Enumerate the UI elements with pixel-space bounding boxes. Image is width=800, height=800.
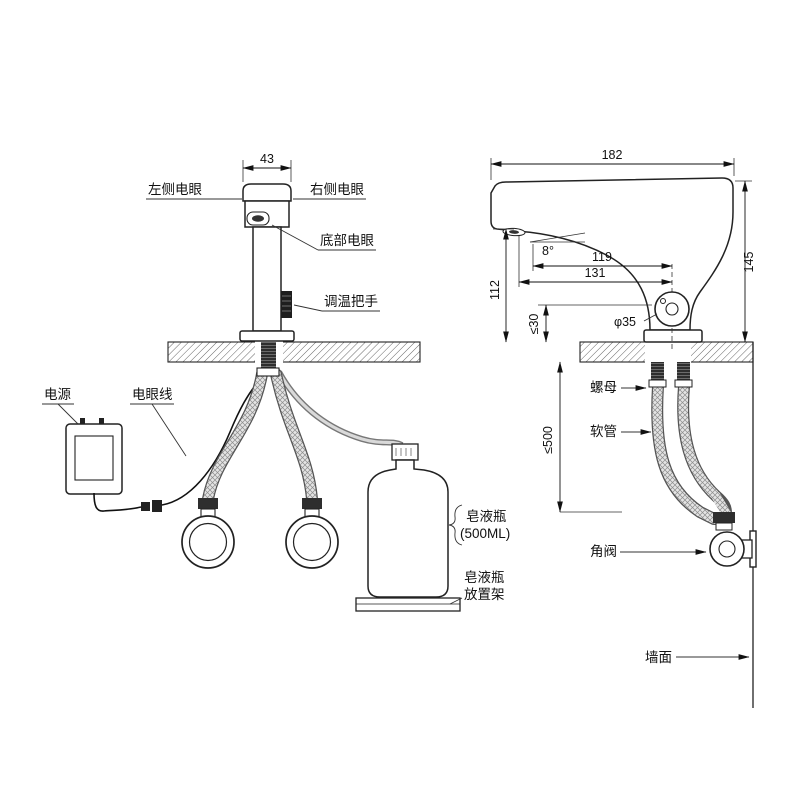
dim-43-label: 43 — [260, 152, 274, 166]
wall-label: 墙面 — [645, 650, 672, 665]
bottle-rack — [355, 597, 461, 612]
dim-112-label: 112 — [488, 280, 502, 300]
counter-front — [167, 341, 421, 363]
right-sensor-label: 右侧电眼 — [310, 182, 364, 197]
spout-sensor-eye — [509, 230, 519, 234]
dim-182-label: 182 — [602, 148, 623, 162]
sensor-wire — [93, 381, 259, 512]
dim-131-label: 131 — [585, 266, 606, 280]
hose-side-a — [651, 380, 720, 525]
dim-145: 145 — [735, 180, 756, 343]
bottle-brace — [448, 504, 463, 546]
hose-nuts — [648, 362, 693, 388]
dim-182: 182 — [490, 148, 735, 180]
faucet-column — [252, 226, 282, 332]
faucet-front — [239, 183, 295, 377]
dim-112: 112 — [488, 228, 514, 343]
dim-131: 131 — [518, 236, 673, 287]
dim-phi35-label: φ35 — [614, 315, 636, 329]
front-view: 43 左侧电眼 右侧电眼 底部电眼 调温把手 电源 电眼线 皂液瓶 (500ML… — [42, 152, 510, 612]
hose-label: 软管 — [590, 424, 617, 439]
soap-tube — [276, 370, 404, 448]
faucet-side — [490, 177, 734, 350]
temp-handle-label: 调温把手 — [324, 294, 378, 309]
spray-angle: 8° — [529, 232, 586, 258]
nut-label: 螺母 — [590, 380, 617, 395]
angle-valve — [709, 512, 757, 568]
power-adapter — [65, 418, 123, 495]
faucet-head-cap — [242, 183, 292, 202]
hose-left — [202, 368, 268, 505]
left-sensor-label: 左侧电眼 — [148, 182, 202, 197]
sensor-wire-label: 电眼线 — [132, 387, 173, 402]
dim-le30-label: ≤30 — [527, 314, 541, 335]
bottle-rack-label-1: 皂液瓶 — [464, 570, 505, 585]
temp-handle-knob — [281, 291, 292, 318]
wire-connector — [141, 502, 150, 511]
wire-connector — [152, 500, 162, 512]
base-flange-side — [643, 329, 703, 343]
side-view: 8° 182 119 131 112 — [488, 148, 757, 708]
front-labels: 左侧电眼 右侧电眼 底部电眼 调温把手 电源 电眼线 皂液瓶 (500ML) 皂… — [42, 182, 510, 605]
bottle-rack-label-2: 放置架 — [464, 587, 505, 602]
dim-le30: ≤30 — [527, 304, 652, 343]
soap-bottle-label-2: (500ML) — [460, 526, 510, 541]
hose-side-b — [677, 380, 732, 519]
hose-right — [270, 368, 318, 505]
power-label: 电源 — [44, 387, 71, 402]
check-valve-left — [181, 498, 235, 569]
check-valve-right — [285, 498, 339, 569]
dim-8deg-label: 8° — [542, 244, 554, 258]
dim-145-label: 145 — [742, 252, 756, 273]
dim-119-label: 119 — [592, 250, 612, 264]
counter-hole-side — [645, 341, 691, 363]
dim-119: 119 — [532, 244, 673, 271]
soap-bottle-label-1: 皂液瓶 — [466, 509, 507, 524]
bottom-sensor-label: 底部电眼 — [320, 233, 374, 248]
faucet-side-body — [490, 177, 734, 331]
dim-le500: ≤500 — [541, 361, 622, 513]
bottom-sensor-eye — [252, 215, 264, 222]
dim-43: 43 — [242, 152, 292, 182]
angle-valve-label: 角阀 — [590, 544, 617, 559]
mounting-shank — [261, 342, 276, 370]
dim-phi35: φ35 — [614, 313, 658, 329]
base-flange — [239, 330, 295, 342]
shank-nut — [256, 367, 280, 377]
side-labels: 螺母 软管 角阀 墙面 — [590, 380, 750, 665]
dim-le500-label: ≤500 — [541, 426, 555, 454]
soap-bottle — [367, 443, 449, 598]
